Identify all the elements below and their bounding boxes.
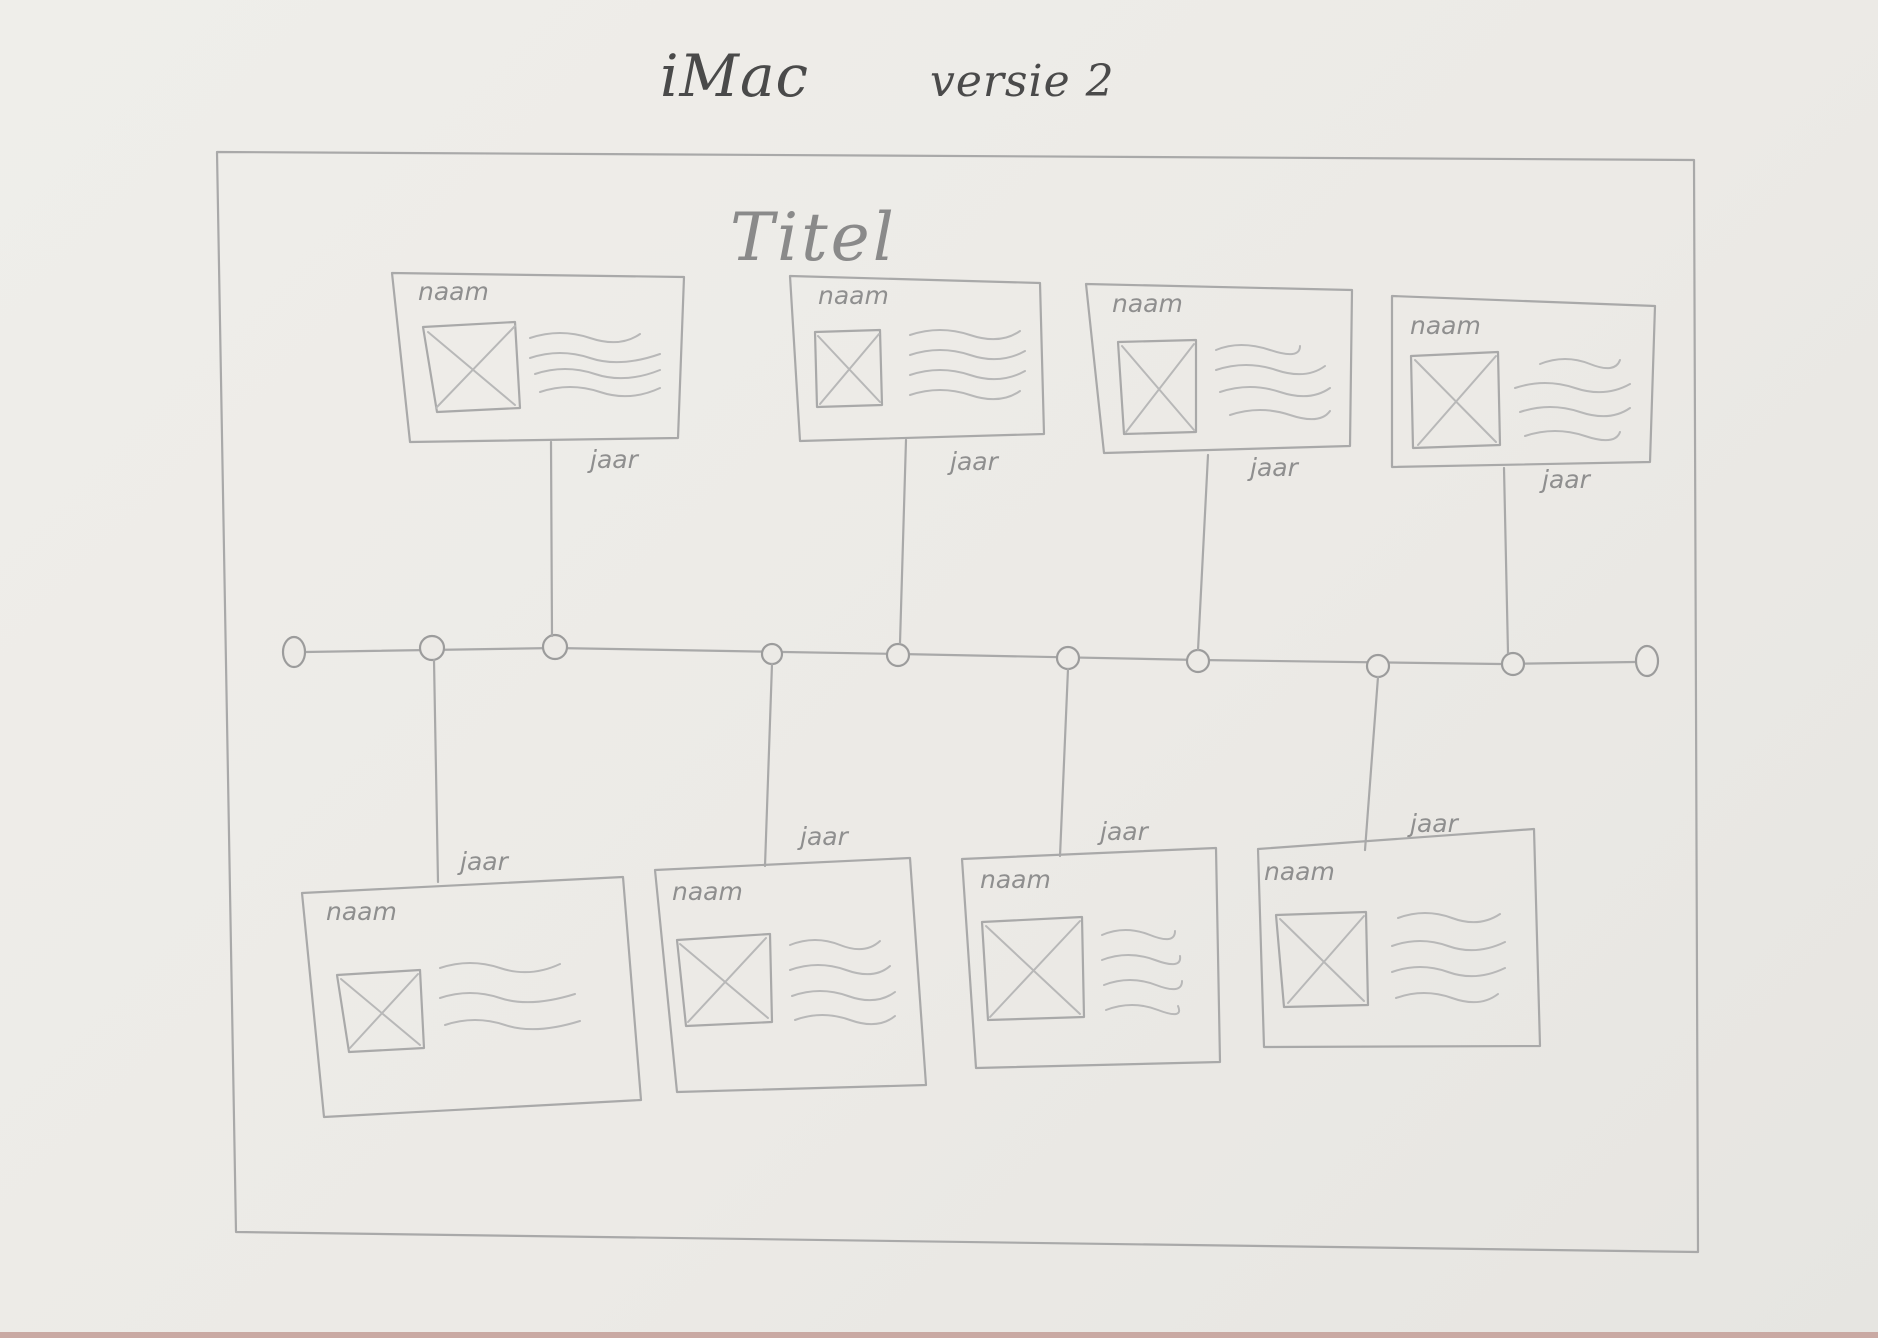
image-placeholder-icon — [1409, 350, 1502, 450]
card-name: naam — [326, 897, 397, 926]
image-placeholder-icon — [980, 915, 1086, 1022]
connector-bottom-3 — [1058, 667, 1070, 858]
event-card-bottom-1[interactable]: naam jaar — [300, 847, 643, 1119]
card-year: jaar — [1407, 809, 1460, 838]
connector-top-2 — [898, 438, 908, 645]
timeline-node-end[interactable] — [1634, 644, 1660, 678]
timeline-nodes — [281, 633, 1660, 679]
text-placeholder-lines — [1514, 358, 1631, 442]
text-placeholder-lines — [529, 332, 661, 398]
image-placeholder-icon — [421, 320, 522, 414]
text-placeholder-lines — [1391, 912, 1506, 1004]
timeline-node[interactable] — [1185, 648, 1211, 674]
image-placeholder-icon — [813, 328, 884, 409]
event-card-top-4[interactable]: naam jaar — [1390, 294, 1657, 494]
screen-title: Titel — [730, 199, 897, 276]
sheet-title: iMac — [660, 42, 809, 110]
card-name: naam — [1112, 289, 1183, 318]
card-name: naam — [980, 865, 1051, 894]
connector-top-3 — [1196, 453, 1210, 652]
card-year: jaar — [457, 847, 510, 876]
timeline-node[interactable] — [760, 642, 784, 666]
card-name: naam — [818, 281, 889, 310]
event-card-bottom-3[interactable]: naam jaar — [960, 817, 1222, 1070]
timeline-node[interactable] — [541, 633, 569, 661]
connector-top-1 — [549, 440, 554, 638]
text-placeholder-lines — [1215, 344, 1331, 421]
event-card-bottom-4[interactable]: naam jaar — [1256, 809, 1542, 1049]
connector-top-4 — [1502, 466, 1510, 655]
timeline-node-start[interactable] — [281, 635, 307, 669]
text-placeholder-lines — [909, 329, 1026, 401]
text-placeholder-lines — [789, 939, 896, 1026]
card-year: jaar — [1097, 817, 1150, 846]
timeline-node[interactable] — [418, 634, 446, 662]
card-name: naam — [672, 877, 743, 906]
card-name: naam — [1264, 857, 1335, 886]
timeline-axis — [303, 646, 1637, 666]
connector-bottom-4 — [1363, 675, 1380, 852]
card-year: jaar — [797, 822, 850, 851]
timeline-node[interactable] — [1365, 653, 1391, 679]
card-name: naam — [418, 277, 489, 306]
text-placeholder-lines — [1101, 929, 1183, 1016]
connector-bottom-2 — [763, 662, 774, 868]
event-card-top-2[interactable]: naam jaar — [788, 274, 1046, 476]
timeline-node[interactable] — [885, 642, 911, 668]
screen-frame — [215, 150, 1700, 1254]
text-placeholder-lines — [439, 962, 581, 1031]
timeline-node[interactable] — [1055, 645, 1081, 671]
image-placeholder-icon — [1274, 910, 1370, 1009]
image-placeholder-icon — [1116, 338, 1198, 436]
image-placeholder-icon — [675, 932, 774, 1028]
image-placeholder-icon — [335, 968, 426, 1054]
event-card-top-1[interactable]: naam jaar — [390, 271, 686, 474]
event-card-bottom-2[interactable]: naam jaar — [653, 822, 928, 1094]
sheet-version: versie 2 — [930, 56, 1115, 107]
timeline-node[interactable] — [1500, 651, 1526, 677]
connector-bottom-1 — [432, 658, 440, 884]
table-edge — [0, 1332, 1878, 1338]
card-name: naam — [1410, 311, 1481, 340]
event-card-top-3[interactable]: naam jaar — [1084, 282, 1354, 482]
card-year: jaar — [587, 445, 640, 474]
card-year: jaar — [1247, 453, 1300, 482]
card-year: jaar — [1539, 465, 1592, 494]
card-year: jaar — [947, 447, 1000, 476]
